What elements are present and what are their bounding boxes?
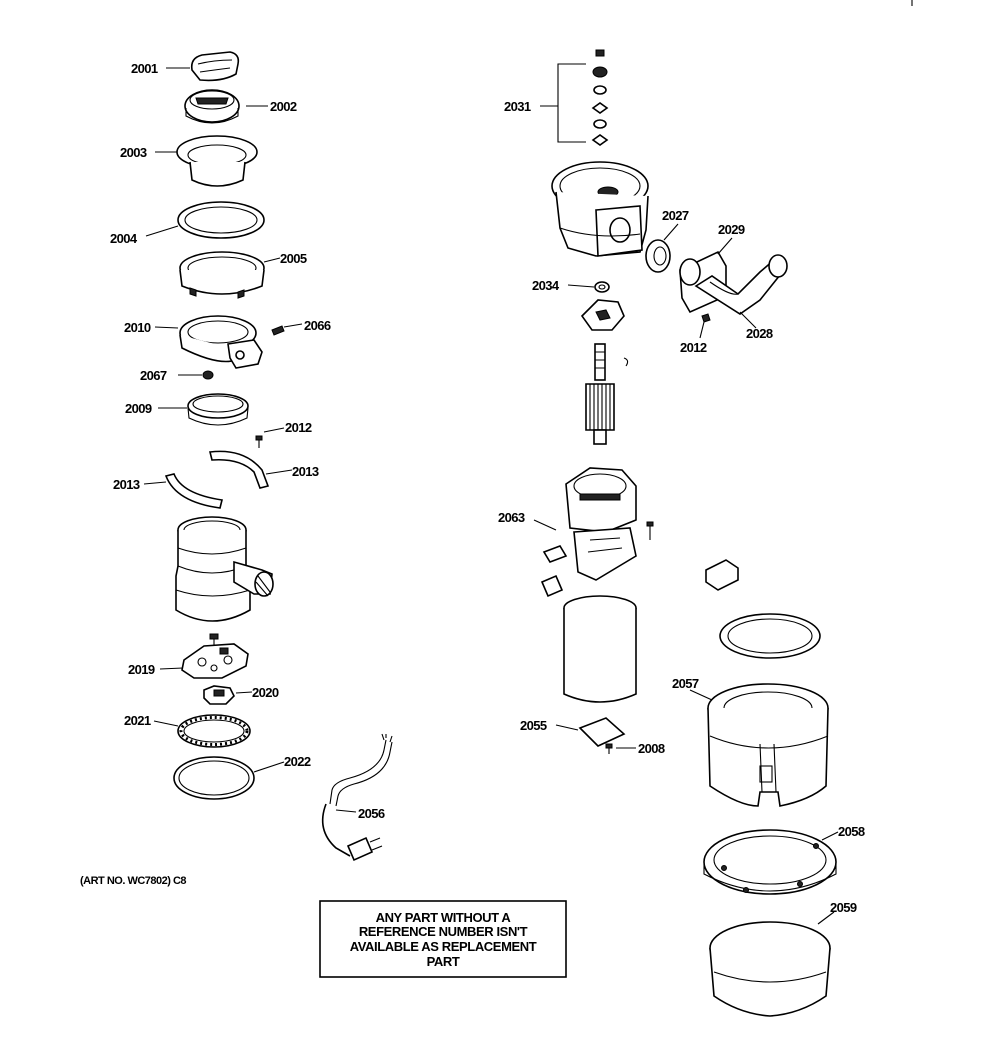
label-2013-left: 2013 <box>113 477 140 492</box>
part-2019-turntable <box>181 643 249 679</box>
label-2027: 2027 <box>662 208 689 223</box>
label-2005: 2005 <box>280 251 307 266</box>
armature-shaft <box>585 343 629 445</box>
part-2013-bracket-left <box>164 473 223 509</box>
note-line-4: PART <box>427 954 460 969</box>
art-number: (ART NO. WC7802) C8 <box>80 875 186 887</box>
label-2058: 2058 <box>838 824 865 839</box>
part-2012-screw-right <box>701 313 711 323</box>
part-2013-bracket-right <box>209 450 270 489</box>
part-2021-shredder-ring <box>177 714 251 748</box>
note-line-1: ANY PART WITHOUT A <box>376 910 512 925</box>
label-2001: 2001 <box>131 61 158 76</box>
motor-screw <box>646 521 654 540</box>
label-2003: 2003 <box>120 145 147 160</box>
part-2009-snap-ring <box>187 393 249 426</box>
label-2012-left: 2012 <box>285 420 312 435</box>
part-2002-strainer <box>184 89 240 124</box>
label-2008: 2008 <box>638 741 665 756</box>
label-2020: 2020 <box>252 685 279 700</box>
part-2010-mounting-ring <box>179 315 263 369</box>
label-2002: 2002 <box>270 99 297 114</box>
label-2021: 2021 <box>124 713 151 728</box>
label-2009: 2009 <box>125 401 152 416</box>
part-2031-hardware-stack <box>557 49 609 146</box>
part-2004-gasket <box>177 201 265 239</box>
label-2028: 2028 <box>746 326 773 341</box>
label-2022: 2022 <box>284 754 311 769</box>
note-line-2: REFERENCE NUMBER ISN'T <box>359 924 528 939</box>
gasket-ring-upper <box>719 613 821 659</box>
label-2057: 2057 <box>672 676 699 691</box>
connector-left <box>540 545 568 598</box>
switch-right <box>705 559 739 591</box>
part-2056-power-cord <box>321 733 393 862</box>
part-2008-screw <box>605 743 613 754</box>
part-2034-washer <box>594 281 610 293</box>
motor-stator-assembly <box>565 467 637 581</box>
part-2058-base-ring <box>703 829 837 895</box>
part-2005-backup-ring <box>179 251 265 299</box>
label-2029: 2029 <box>718 222 745 237</box>
note-line-3: AVAILABLE AS REPLACEMENT <box>350 939 537 954</box>
part-2012-screw-left <box>255 435 263 448</box>
part-2059-bottom-cover <box>709 921 831 1017</box>
part-2066-screw <box>271 325 285 336</box>
label-2004: 2004 <box>110 231 138 246</box>
label-2012-right: 2012 <box>680 340 707 355</box>
upper-housing <box>551 161 649 257</box>
note-box: ANY PART WITHOUT A REFERENCE NUMBER ISN'… <box>319 900 567 978</box>
part-2028-discharge-elbow <box>694 254 788 315</box>
motor-shell <box>563 595 637 703</box>
part-2001-stopper <box>190 51 240 82</box>
label-2019: 2019 <box>128 662 155 677</box>
label-2067: 2067 <box>140 368 167 383</box>
label-2055: 2055 <box>520 718 547 733</box>
label-2013-right: 2013 <box>292 464 319 479</box>
label-2056: 2056 <box>358 806 385 821</box>
hopper-body <box>175 516 274 622</box>
part-2020-nut <box>203 685 235 705</box>
label-2010: 2010 <box>124 320 151 335</box>
impeller <box>580 299 625 331</box>
label-2059: 2059 <box>830 900 857 915</box>
part-2003-sink-flange <box>176 135 258 187</box>
part-2022-gasket <box>173 756 255 800</box>
label-2031: 2031 <box>504 99 531 114</box>
label-2034: 2034 <box>532 278 560 293</box>
part-2067-nut <box>202 370 214 380</box>
part-2027-seal <box>645 239 671 273</box>
label-2066: 2066 <box>304 318 331 333</box>
label-2063: 2063 <box>498 510 525 525</box>
part-2057-sound-shield <box>707 683 829 807</box>
part-2055-plate <box>578 717 626 747</box>
small-bolt <box>209 633 219 645</box>
